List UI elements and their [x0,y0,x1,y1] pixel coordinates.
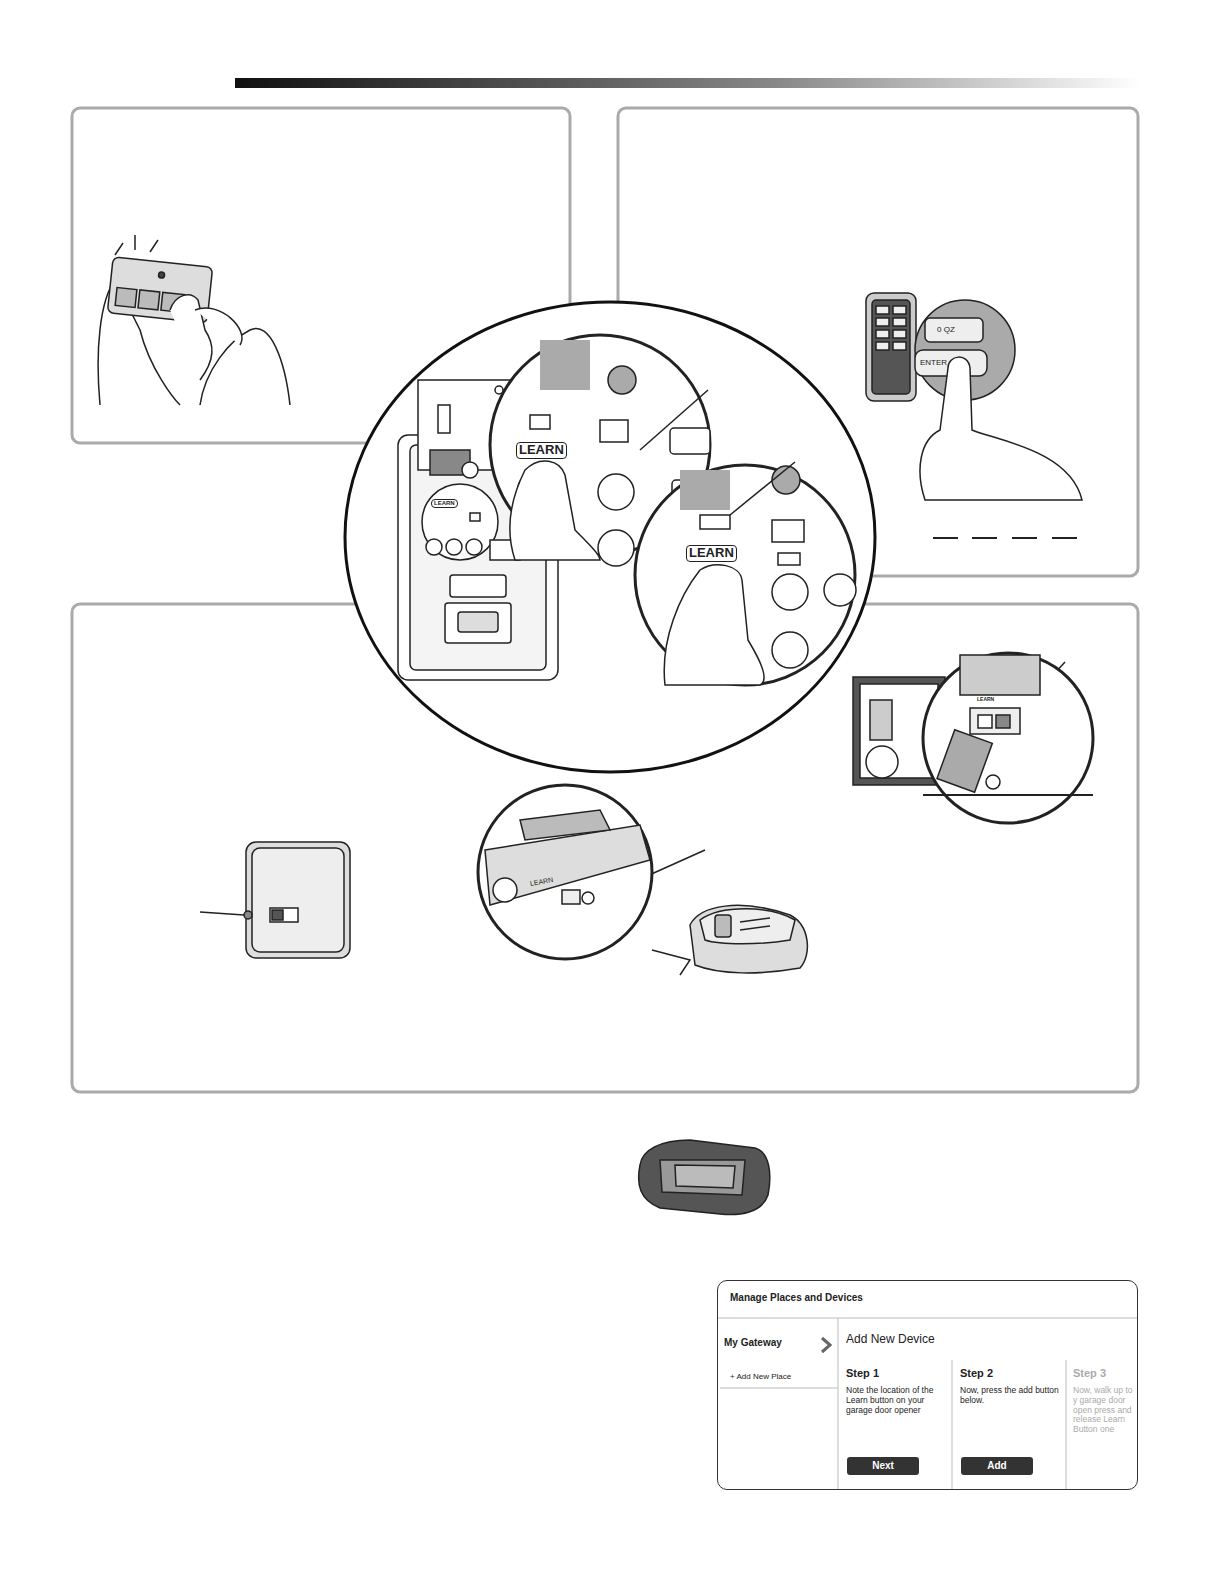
learn-button: LEARN [516,442,567,459]
menu-item: + Add New Place [730,1372,791,1381]
learn-button: LEARN [431,499,458,508]
node-text: Add [961,1457,1033,1475]
node-text: Next [847,1457,919,1475]
key-label: 0 QZ [937,325,955,334]
step-heading: Step 1 [846,1367,879,1380]
step-heading: Step 2 [960,1367,993,1380]
panel-heading: Add New Device [846,1333,935,1347]
step-text: Note the location of the Learn button on… [846,1386,946,1415]
button: Next [847,1457,919,1475]
learn-button: LEARN [686,545,737,562]
key-label: ENTER [920,358,947,367]
button: Add [961,1457,1033,1475]
node-text: Manage Places and Devices [730,1292,863,1303]
menu-item: My Gateway [724,1337,782,1349]
step-heading: Step 3 [1073,1367,1106,1380]
step-text: Now, press the add button below. [960,1386,1060,1406]
learn-button: LEARN [977,697,994,703]
step-text: Now, walk up to y garage door open press… [1073,1386,1133,1435]
app-screen: Manage Places and DevicesNext Add [717,1280,1138,1490]
